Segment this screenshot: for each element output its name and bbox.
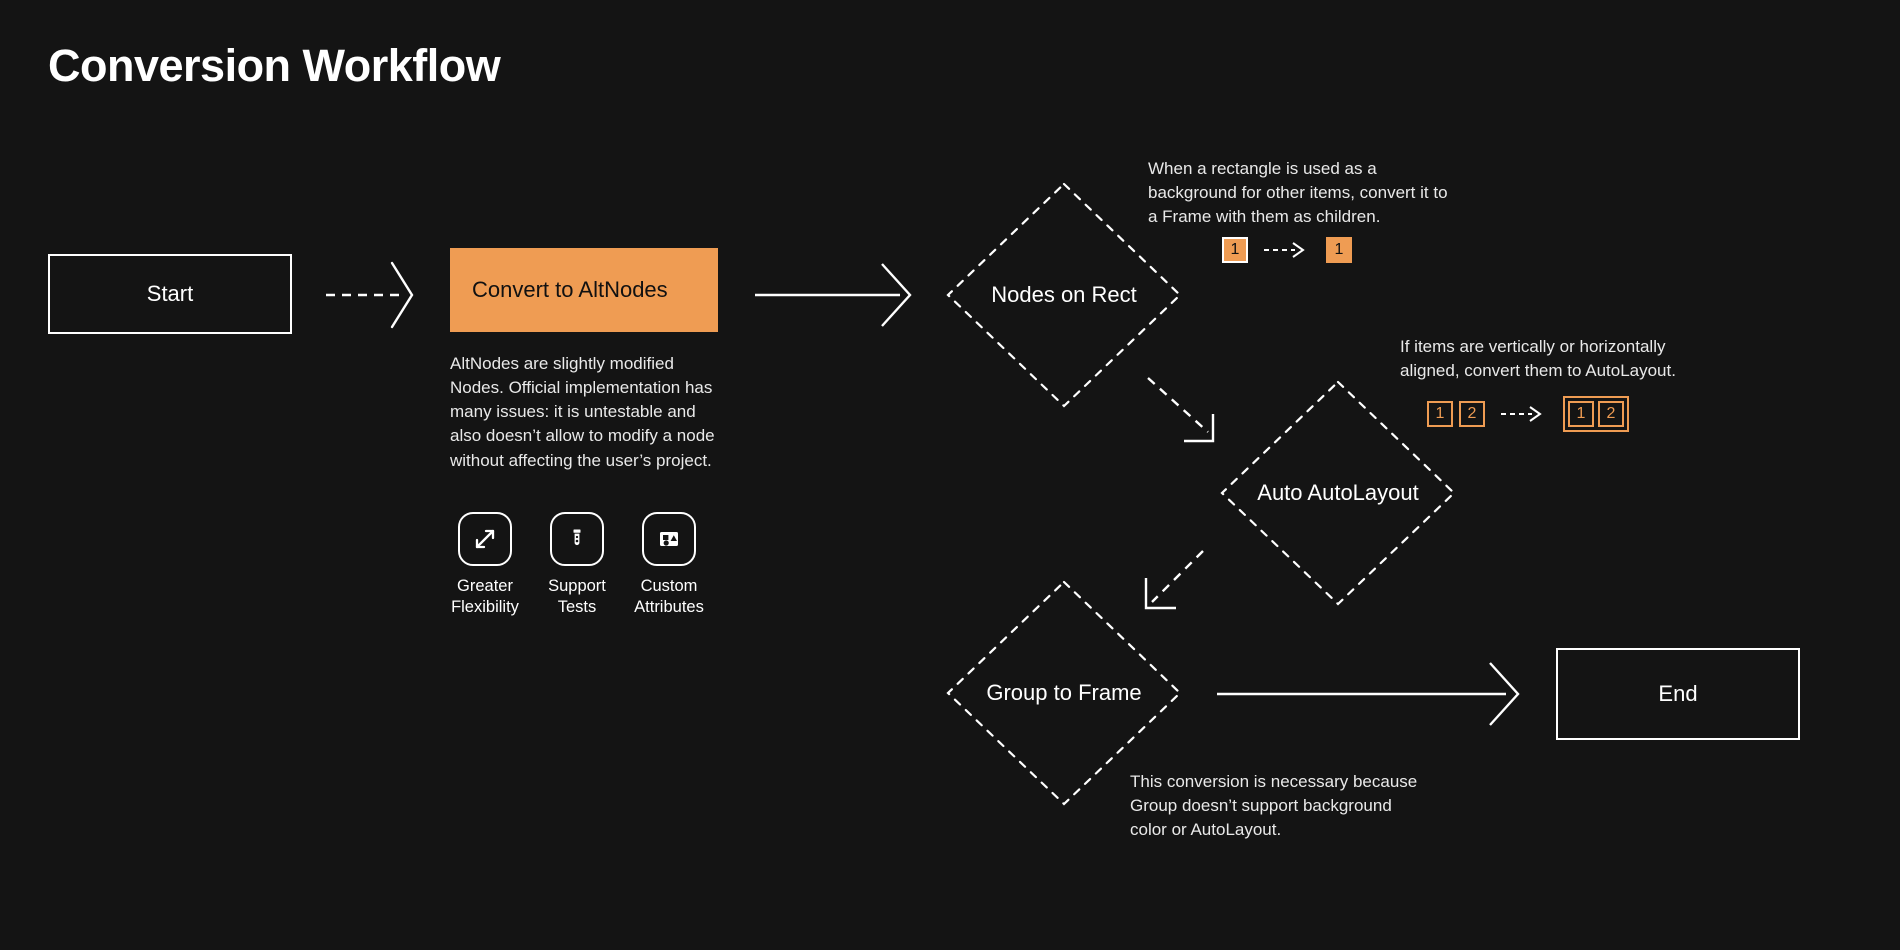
node-nodes-on-rect[interactable]: Nodes on Rect [944, 180, 1184, 410]
swatch-2-outline: 2 [1598, 401, 1624, 427]
feature-label-line1: Greater [457, 577, 513, 595]
illustration-after-frame: 1 2 [1563, 396, 1629, 432]
node-start[interactable]: Start [48, 254, 292, 334]
note-nodes-on-rect: When a rectangle is used as a background… [1148, 159, 1448, 227]
feature-label: Greater Flexibility [451, 576, 519, 618]
swatch-2-outline: 2 [1459, 401, 1485, 427]
illustration-before: 1 [1222, 237, 1248, 263]
edge-group-to-frame-to-end [1217, 662, 1520, 726]
node-end[interactable]: End [1556, 648, 1800, 740]
feature-list: Greater Flexibility Support Tests [450, 512, 704, 618]
node-start-label: Start [146, 280, 194, 306]
expand-arrows-icon [458, 512, 512, 566]
feature-label-line2: Tests [557, 598, 597, 617]
node-auto-autolayout-label: Auto AutoLayout [1257, 480, 1419, 505]
feature-greater-flexibility[interactable]: Greater Flexibility [450, 512, 520, 618]
note-auto-autolayout: If items are vertically or horizontally … [1400, 337, 1676, 381]
swatch-1-solid: 1 [1326, 237, 1352, 263]
node-group-to-frame-label: Group to Frame [986, 680, 1142, 705]
feature-custom-attributes[interactable]: Custom Attributes [634, 512, 704, 618]
node-group-to-frame[interactable]: Group to Frame [944, 578, 1184, 808]
swatch-1-outline: 1 [1427, 401, 1453, 427]
node-auto-autolayout[interactable]: Auto AutoLayout [1218, 378, 1458, 608]
illustration-after: 1 [1326, 237, 1352, 263]
illustration-rect-to-frame: 1 1 [1222, 237, 1352, 263]
page-title: Conversion Workflow [48, 40, 501, 91]
feature-support-tests[interactable]: Support Tests [542, 512, 612, 618]
illustration-before: 1 2 [1427, 401, 1485, 427]
shapes-icon [642, 512, 696, 566]
node-end-label: End [1658, 680, 1698, 706]
edge-convert-to-nodes-on-rect [755, 263, 912, 327]
feature-label-line2: Attributes [634, 598, 704, 617]
edge-start-to-convert [326, 261, 414, 329]
node-nodes-on-rect-label: Nodes on Rect [991, 282, 1137, 307]
illustration-items-to-autolayout: 1 2 1 2 [1427, 396, 1629, 432]
swatch-1-outline: 1 [1568, 401, 1594, 427]
illustration-arrow-icon [1501, 406, 1542, 422]
note-group-to-frame: This conversion is necessary because Gro… [1130, 772, 1418, 840]
feature-label: Support Tests [548, 576, 606, 618]
swatch-1-bordered: 1 [1222, 237, 1248, 263]
feature-label: Custom Attributes [634, 576, 704, 618]
test-tube-icon [550, 512, 604, 566]
illustration-arrow-icon [1264, 242, 1305, 258]
node-convert-to-altnodes[interactable]: Convert to AltNodes [450, 248, 718, 332]
feature-label-line1: Support [548, 577, 606, 595]
feature-label-line2: Flexibility [451, 598, 519, 617]
note-altnodes: AltNodes are slightly modified Nodes. Of… [450, 354, 715, 470]
feature-label-line1: Custom [640, 577, 698, 595]
node-convert-to-altnodes-label: Convert to AltNodes [472, 276, 668, 302]
